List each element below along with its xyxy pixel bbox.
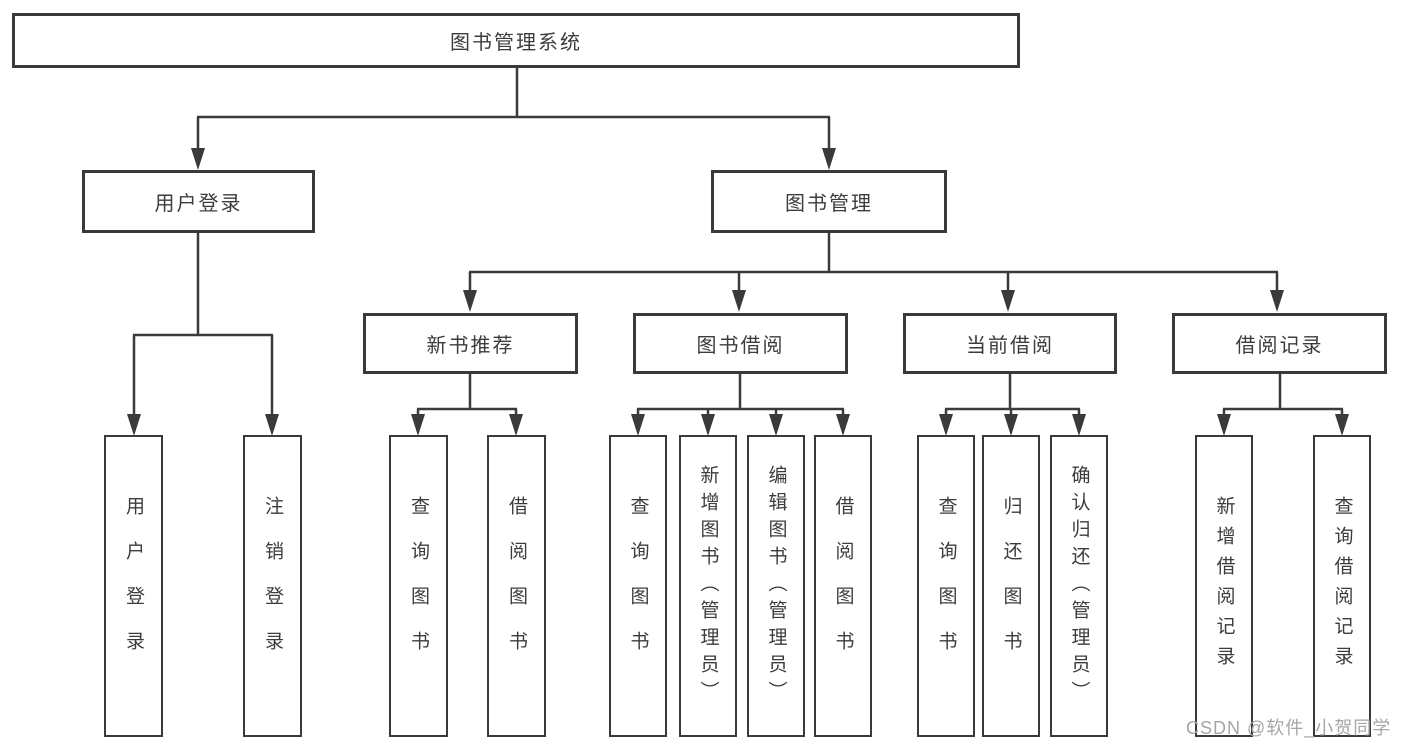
leaf-logout: 注销登录 <box>243 435 302 737</box>
leaf-user-login: 用户登录 <box>104 435 163 737</box>
leaf-edit-books-admin: 编辑图书（管理员） <box>747 435 805 737</box>
leaf-borrowing-query-books: 查询图书 <box>609 435 667 737</box>
leaf-add-books-admin-label: 新增图书（管理员） <box>697 464 719 708</box>
arrowheads <box>127 148 1349 436</box>
node-book-management: 图书管理 <box>711 170 947 233</box>
node-current-borrowing: 当前借阅 <box>903 313 1117 374</box>
node-library-management-system: 图书管理系统 <box>12 13 1020 68</box>
leaf-return-books: 归还图书 <box>982 435 1040 737</box>
leaf-add-books-admin: 新增图书（管理员） <box>679 435 737 737</box>
leaf-borrowing-borrow-books: 借阅图书 <box>814 435 872 737</box>
leaf-query-borrow-record: 查询借阅记录 <box>1313 435 1371 737</box>
leaf-user-login-label: 用户登录 <box>123 496 144 676</box>
leaf-recommend-borrow-books-label: 借阅图书 <box>506 496 527 676</box>
leaf-add-borrow-record-label: 新增借阅记录 <box>1213 496 1235 676</box>
leaf-current-query-books-label: 查询图书 <box>935 496 957 676</box>
leaf-recommend-borrow-books: 借阅图书 <box>487 435 546 737</box>
csdn-watermark: CSDN @软件_小贺同学 <box>1186 718 1392 738</box>
node-borrowing-records: 借阅记录 <box>1172 313 1387 374</box>
leaf-edit-books-admin-label: 编辑图书（管理员） <box>765 464 787 708</box>
leaf-current-query-books: 查询图书 <box>917 435 975 737</box>
node-user-login: 用户登录 <box>82 170 315 233</box>
leaf-recommend-query-books: 查询图书 <box>389 435 448 737</box>
leaf-return-books-label: 归还图书 <box>1000 496 1022 676</box>
leaf-confirm-return-admin: 确认归还（管理员） <box>1050 435 1108 737</box>
leaf-recommend-query-books-label: 查询图书 <box>408 496 429 676</box>
leaf-add-borrow-record: 新增借阅记录 <box>1195 435 1253 737</box>
leaf-borrowing-borrow-books-label: 借阅图书 <box>832 496 854 676</box>
leaf-logout-label: 注销登录 <box>262 496 283 676</box>
leaf-confirm-return-admin-label: 确认归还（管理员） <box>1068 464 1090 708</box>
leaf-borrowing-query-books-label: 查询图书 <box>627 496 649 676</box>
node-book-borrowing: 图书借阅 <box>633 313 848 374</box>
node-new-book-recommendation: 新书推荐 <box>363 313 578 374</box>
leaf-query-borrow-record-label: 查询借阅记录 <box>1331 496 1353 676</box>
